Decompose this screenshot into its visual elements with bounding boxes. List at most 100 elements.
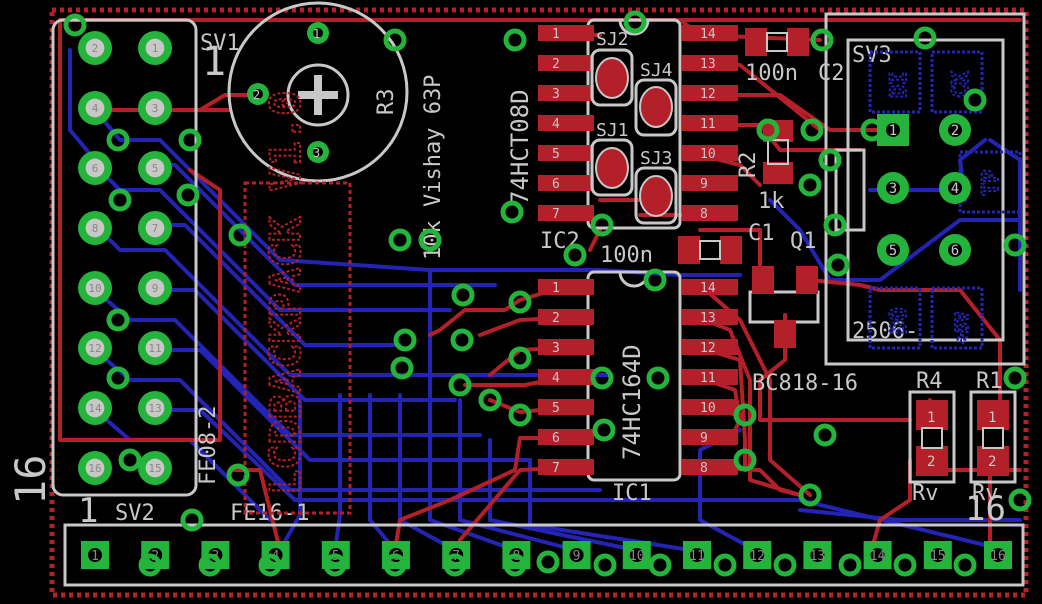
via-31 [798, 483, 822, 507]
r4-value-label: Rv [912, 481, 939, 506]
r2-value-label: 1k [758, 189, 785, 214]
sv1-pin-8-drill [85, 218, 105, 238]
via-47 [590, 213, 614, 237]
sv1-pin-15: 15 [138, 451, 172, 485]
r1-pad-2-label: 2 [988, 454, 996, 470]
ic1-left-pin-3: 3 [538, 339, 594, 356]
via-38-ring [913, 26, 937, 50]
r4-body [921, 427, 943, 449]
via-11-ring [383, 28, 407, 52]
via-21-ring [478, 388, 502, 412]
ic2-right-pin-8-label: 8 [700, 207, 708, 222]
ic1-right-pin-12: 12 [682, 339, 738, 356]
sv3-pin-6: 6 [939, 234, 971, 266]
via-63 [503, 553, 527, 577]
sv3-package-label: 2506- [852, 319, 918, 344]
ic2-left-pin-4-pad [538, 115, 594, 131]
sv1-outline [51, 18, 198, 497]
sv1-pin-15-label: 15 [148, 462, 161, 475]
r4-resistor: 1 2 R4 Rv [908, 369, 956, 506]
via-14-ring [451, 283, 475, 307]
sv1-pin-13: 13 [138, 391, 172, 425]
sv2-pin-11-drill [690, 548, 704, 562]
sv2-pin-14-drill [870, 548, 885, 562]
sv1-pin-4-drill [85, 98, 105, 118]
ic2-left-pin-1: 1 [538, 25, 594, 42]
c1-pad-2 [720, 236, 742, 264]
sv1-pin-1-drill [145, 38, 165, 58]
c2-value-label: 100n [745, 61, 798, 86]
sv1-pin-2-drill [85, 38, 105, 58]
ic2-left-pin-3-pad [538, 85, 594, 101]
via-11 [383, 28, 407, 52]
ic1-left-pin-7-label: 7 [552, 461, 560, 476]
c1-pad-1 [678, 236, 700, 264]
sj4: SJ4 [634, 60, 678, 137]
ic1-left-pin-2-label: 2 [552, 311, 560, 326]
via-29 [733, 403, 757, 427]
sv3-pin-6-label: 6 [951, 243, 959, 259]
via-17-ring [508, 346, 532, 370]
sv1-pin-3-drill [145, 98, 165, 118]
sv2-pin-14: 14 [863, 541, 892, 569]
via-23 [503, 28, 527, 52]
via-58-ring [198, 553, 222, 577]
via-24-ring [500, 200, 524, 224]
sv3-pin-4-drill [948, 181, 962, 195]
ic2-left-pin-5-label: 5 [552, 147, 560, 162]
r2-pad-2 [763, 162, 793, 184]
via-51 [648, 553, 672, 577]
ic1-left-pin-3-pad [538, 339, 594, 355]
ic1-right-pin-13: 13 [682, 309, 738, 326]
sv1-pin-11-label: 11 [148, 342, 161, 355]
sv1-pin-14: 14 [78, 391, 112, 425]
sv3-pin-5-drill [886, 243, 900, 257]
sv1-pin-2-label: 2 [92, 42, 99, 55]
ic2-right-pin-14-label: 14 [700, 27, 716, 42]
ic1-left-pin-1-label: 1 [552, 281, 560, 296]
sv3-label-do: DO [887, 308, 912, 335]
ic2-right-pin-13: 13 [682, 55, 738, 72]
via-60-ring [323, 553, 347, 577]
via-40 [1003, 233, 1027, 257]
via-25 [563, 243, 587, 267]
ic1-right-pin-13-label: 13 [700, 311, 716, 326]
sv3-pin-3-label: 3 [889, 181, 897, 197]
ic1-right-pin-9-pad [682, 429, 738, 445]
via-13 [418, 228, 442, 252]
via-39-ring [963, 88, 987, 112]
r1-body [982, 427, 1004, 449]
via-55 [893, 553, 917, 577]
via-29-ring [733, 403, 757, 427]
ic2-right-pin-9-pad [682, 175, 738, 191]
sj2-outline [590, 48, 634, 107]
r1-pad-1-label: 1 [988, 410, 996, 426]
via-62-ring [443, 553, 467, 577]
sv2-pin-13: 13 [803, 541, 832, 569]
via-45-ring [756, 118, 780, 142]
via-53-ring [773, 553, 797, 577]
via-41-ring [1003, 366, 1027, 390]
ic1-left-pin-4: 4 [538, 369, 594, 386]
sv3-pin-3-drill [886, 181, 900, 195]
sv1-package-label: FE08-2 [196, 406, 221, 485]
sv1-pin-13-label: 13 [148, 402, 161, 415]
sv3-pin-6-drill [948, 243, 962, 257]
via-48-ring [623, 10, 647, 34]
via-8 [228, 223, 252, 247]
ic2-left-pin-3-label: 3 [552, 87, 560, 102]
sv1-pin-11: 11 [138, 331, 172, 365]
via-20 [448, 373, 472, 397]
sv1-pin-5-label: 5 [152, 162, 159, 175]
ic1-label: IC1 [612, 481, 652, 506]
r3-pin-3-label: 3 [313, 146, 320, 160]
ic2-left-pin-2: 2 [538, 55, 594, 72]
c1-value-label: 100n [600, 243, 653, 268]
sv2-pin-1: 1 [81, 541, 109, 569]
ic1-right-pin-12-pad [682, 339, 738, 355]
sv2-pin-11: 11 [683, 541, 711, 569]
